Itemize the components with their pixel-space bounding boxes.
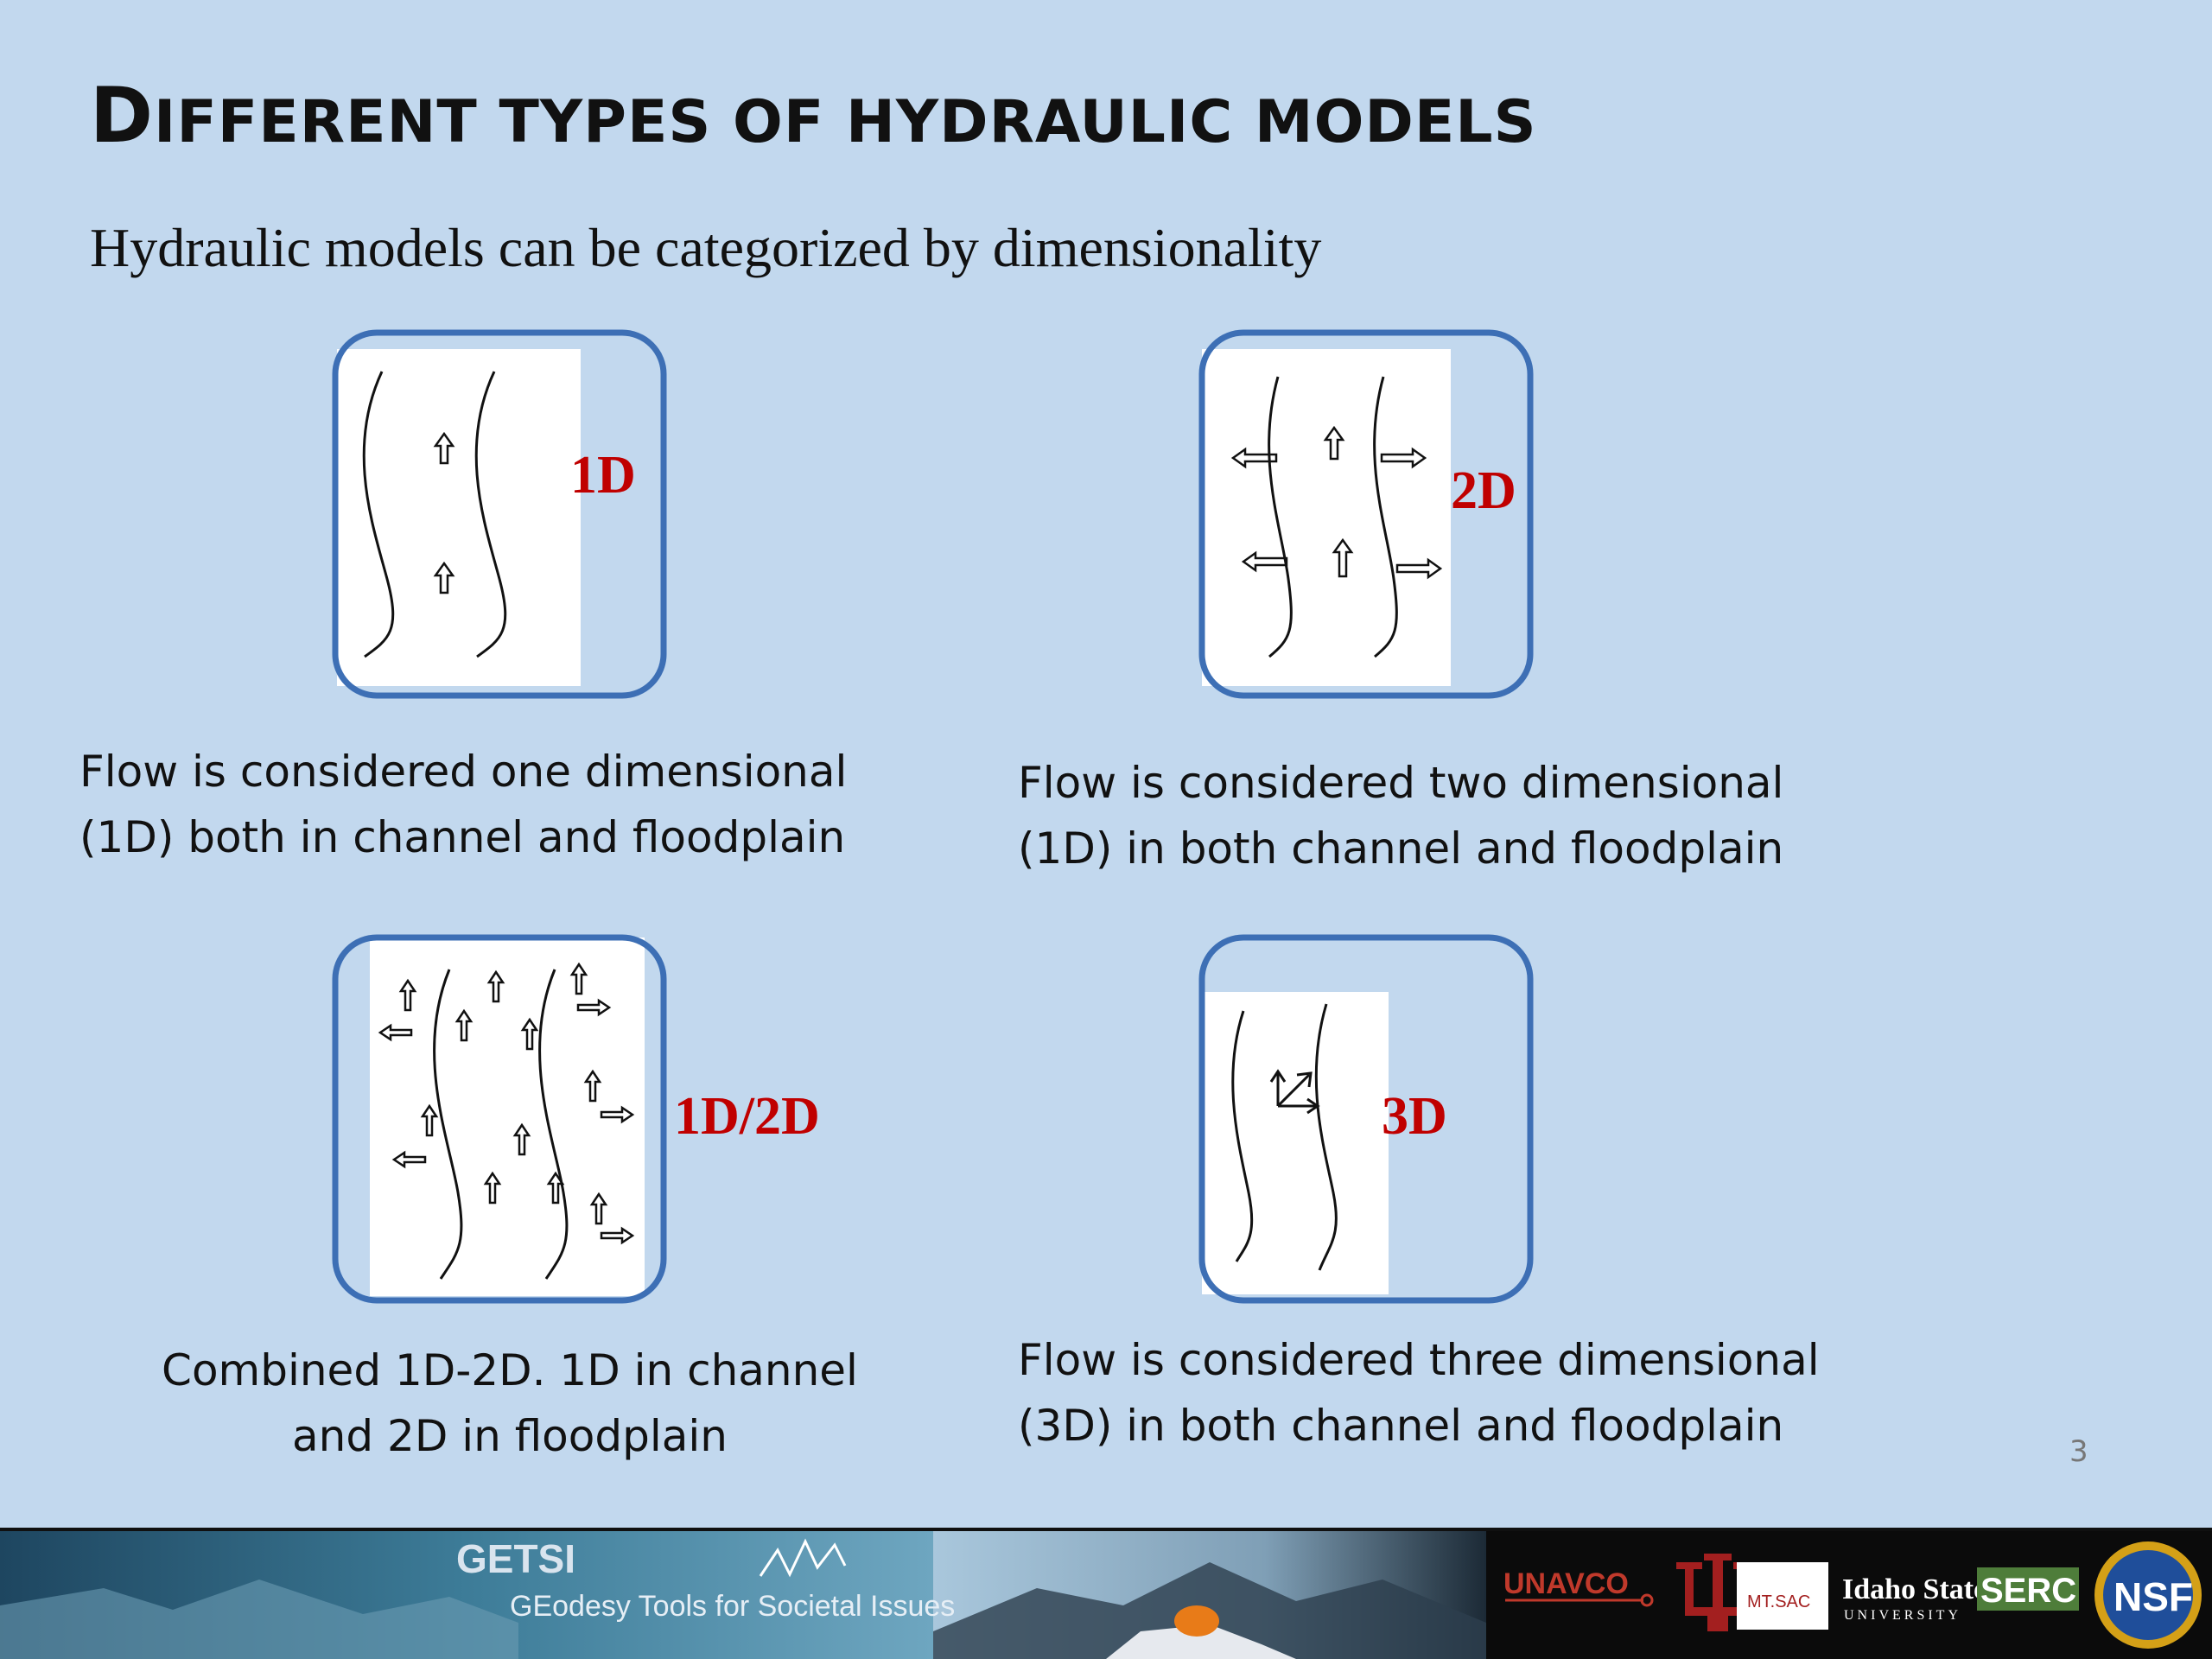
nsf-logo: NSF [2113, 1574, 2193, 1619]
caption-3d-line1: Flow is considered three dimensional [1018, 1335, 1820, 1385]
panel-2d: 2D [1195, 328, 1558, 709]
slide-title: DIFFERENT TYPES OF HYDRAULIC MODELS [90, 71, 1537, 160]
caption-3d-line2: (3D) in both channel and floodplain [1018, 1401, 1784, 1451]
seismogram-icon [759, 1538, 847, 1578]
panel-1d2d-label: 1D/2D [674, 1087, 820, 1146]
nsf-seal-icon: NSF [2094, 1541, 2202, 1649]
idaho-state-logo: Idaho State [1842, 1573, 1986, 1605]
caption-2d: Flow is considered two dimensional (1D) … [1018, 750, 1783, 881]
tent-icon [1174, 1605, 1219, 1637]
panel-3d-label: 3D [1382, 1087, 1447, 1146]
panel-1d2d: 1D/2D [328, 933, 864, 1313]
caption-2d-line1: Flow is considered two dimensional [1018, 758, 1784, 808]
page-number: 3 [2069, 1434, 2088, 1469]
panel-3d: 3D [1195, 933, 1558, 1313]
caption-1d-line2: (1D) both in channel and floodplain [79, 812, 846, 862]
slide-subtitle: Hydraulic models can be categorized by d… [90, 217, 1322, 278]
caption-2d-line2: (1D) in both channel and floodplain [1018, 823, 1784, 874]
panel-2d-label: 2D [1451, 461, 1516, 520]
caption-1d2d-line2: and 2D in floodplain [292, 1411, 728, 1461]
caption-1d-line1: Flow is considered one dimensional [79, 747, 848, 797]
footer-banner: GETSI GEodesy Tools for Societal Issues … [0, 1528, 2212, 1659]
unavco-logo: UNAVCO [1503, 1567, 1629, 1600]
title-initial: D [90, 71, 155, 160]
getsi-subtitle: GEodesy Tools for Societal Issues [510, 1590, 955, 1623]
getsi-title: GETSI [456, 1536, 575, 1581]
caption-1d2d-line1: Combined 1D-2D. 1D in channel [162, 1345, 858, 1395]
idaho-state-university: UNIVERSITY [1844, 1608, 1961, 1623]
caption-1d2d: Combined 1D-2D. 1D in channel and 2D in … [138, 1338, 881, 1469]
caption-1d: Flow is considered one dimensional (1D) … [79, 739, 847, 870]
caption-3d: Flow is considered three dimensional (3D… [1018, 1327, 1820, 1459]
panel-1d-label: 1D [570, 446, 636, 505]
panel-1d: 1D [328, 328, 691, 709]
mtsac-logo: MT.SAC [1747, 1592, 1810, 1611]
serc-logo-box [1977, 1567, 2079, 1611]
mtsac-logo-box [1737, 1562, 1828, 1630]
serc-logo: SERC [1980, 1572, 2076, 1610]
title-rest: IFFERENT TYPES OF HYDRAULIC MODELS [154, 88, 1537, 156]
